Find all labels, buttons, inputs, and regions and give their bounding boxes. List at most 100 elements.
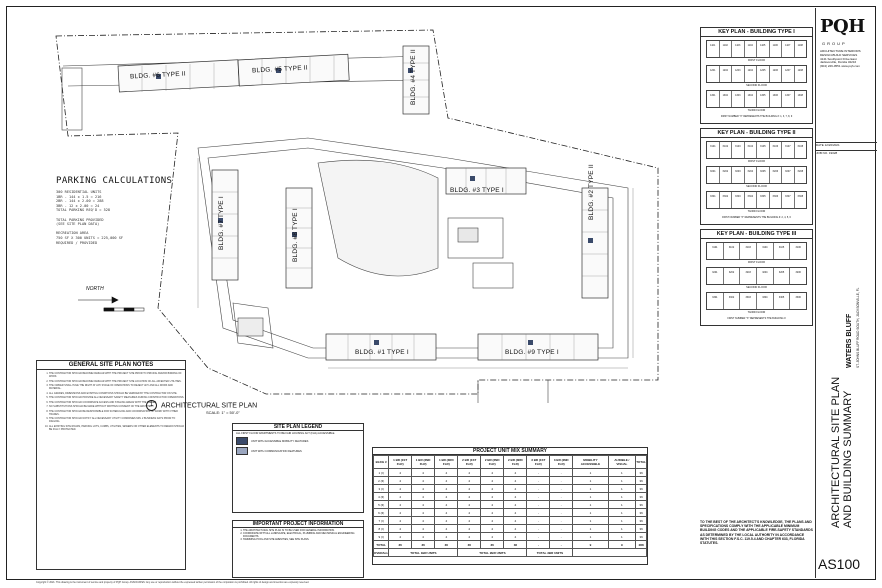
parking-row: TOTAL PARKING REQ'D = 528 (56, 208, 111, 213)
mix-cell: 4 (434, 484, 459, 493)
mix-cell: 4 (434, 532, 459, 541)
mix-overall-cell: TOTAL 1BR UNITS (388, 548, 459, 557)
firm-line: (904) 229-0551 www.pqh.com (820, 64, 861, 69)
mix-cell: 1 (572, 476, 609, 485)
mix-cell: 4 (411, 492, 436, 501)
mix-cell: 4 (503, 476, 528, 485)
key-plan-title: KEY PLAN - BUILDING TYPE III (701, 230, 812, 239)
unit-mix-title: PROJECT UNIT MIX SUMMARY (373, 448, 647, 455)
mix-cell: 4 (503, 516, 528, 525)
note-item: THE CONTRACTOR SHOULD BECOME FAMILIAR WI… (49, 380, 185, 383)
unit-number: 1101 (707, 41, 720, 57)
mix-cell: 4 (388, 532, 413, 541)
mix-cell: 4 (II) (372, 492, 390, 501)
unit-number: 1302 (720, 91, 732, 107)
mix-cell: 36 (635, 476, 647, 485)
mix-column-header: BLDG # (372, 455, 390, 469)
mix-cell: 4 (480, 532, 505, 541)
date-label: DATE (816, 143, 824, 147)
mix-column-header: TOTAL (635, 455, 647, 469)
site-plan-legend: SITE PLAN LEGEND ALL FIRST FLOOR APARTME… (232, 423, 364, 513)
building-label-4: BLDG. #4 TYPE II (410, 49, 417, 105)
unit-number: X201 (707, 167, 720, 183)
job-label: JOB NO. (816, 151, 829, 155)
firm-line: Jacksonville, Florida 32216 (820, 60, 857, 65)
mix-cell: 4 (411, 524, 436, 533)
mix-cell: 4 (434, 524, 459, 533)
unit-number: 1303 (732, 91, 745, 107)
note-item: THE CONTRACTOR SHOULD BECOME FAMILIAR WI… (49, 372, 185, 378)
general-notes-panel: GENERAL SITE PLAN NOTES THE CONTRACTOR S… (36, 360, 186, 570)
mix-cell: 1 (572, 492, 609, 501)
unit-number: 1107 (782, 41, 795, 57)
mix-total-cell: - (549, 540, 574, 549)
unit-number: X107 (782, 142, 795, 158)
unit-number: X103 (732, 142, 745, 158)
mix-cell: 4 (503, 500, 528, 509)
unit-number: 1202 (720, 66, 732, 82)
mix-cell: 1 (572, 500, 609, 509)
unit-number: X204 (745, 167, 757, 183)
code-compliance-statement: TO THE BEST OF THE ARCHITECT'S KNOWLEDGE… (700, 520, 813, 546)
unit-number: X106 (770, 142, 782, 158)
parking-title: PARKING CALCULATIONS (56, 176, 173, 186)
mix-cell: 4 (434, 492, 459, 501)
mix-cell: 1 (607, 484, 637, 493)
floor-caption: THIRD FLOOR (747, 210, 766, 213)
unit-number: 1307 (782, 91, 795, 107)
mix-column-header: 2 BR (2ND FLR) (480, 455, 505, 469)
unit-number: 1103 (732, 41, 745, 57)
mix-total-cell: 36 (480, 540, 505, 549)
mix-cell: 4 (434, 500, 459, 509)
mix-cell: 4 (434, 516, 459, 525)
mix-cell: 4 (480, 484, 505, 493)
building-label-1: BLDG. #1 TYPE I (355, 349, 409, 356)
mix-cell: 4 (388, 516, 413, 525)
mix-cell: 1 (I) (372, 468, 390, 477)
unit-mix-table: BLDG #1 BR (1ST FLR)1 BR (2ND FLR)1 BR (… (372, 455, 647, 557)
mix-cell: 5 (II) (372, 500, 390, 509)
project-name: WATERS BLUFF (846, 313, 853, 368)
mix-cell: 1 (572, 532, 609, 541)
mix-cell: 6 (II) (372, 508, 390, 517)
unit-number: 1205 (757, 66, 770, 82)
mix-total-cell: 36 (434, 540, 459, 549)
unit-number: 3105 (774, 243, 791, 259)
unit-number: X202 (720, 167, 732, 183)
mix-cell: 4 (388, 468, 413, 477)
site-plan-title: ARCHITECTURAL SITE PLAN (161, 402, 258, 410)
mix-cell: 4 (388, 476, 413, 485)
unit-number: X104 (745, 142, 757, 158)
parking-rows: 300 RESIDENTIAL UNITS 1BR - 144 x 1.5 = … (56, 190, 196, 245)
unit-number: 3201 (707, 268, 724, 284)
mix-cell: 4 (411, 532, 436, 541)
mix-cell: 1 (572, 524, 609, 533)
parking-row: (SEE SITE PLAN DATA) (56, 222, 100, 227)
mix-total-cell: 36 (411, 540, 436, 549)
mix-cell: 4 (388, 492, 413, 501)
mix-column-header: 1 BR (2ND FLR) (411, 455, 436, 469)
mix-cell: - (526, 516, 551, 525)
info-item: SWIMMING POOL AND SITE AMENITIES, SEE SI… (243, 538, 363, 541)
job-row: JOB NO. 19028 (816, 150, 877, 155)
mix-total-cell: - (526, 540, 551, 549)
unit-number: 3102 (724, 243, 741, 259)
key-plan-title: KEY PLAN - BUILDING TYPE II (701, 129, 812, 138)
parking-row: RECREATION AREA (56, 231, 89, 236)
mix-cell: 4 (411, 484, 436, 493)
legend-item-label: UNIT WITH COMMUNICATION FEATURES (251, 449, 302, 453)
mix-cell: - (549, 484, 574, 493)
mix-cell: 3 (I) (372, 484, 390, 493)
mix-cell: - (549, 508, 574, 517)
mix-cell: 4 (503, 492, 528, 501)
mix-cell: 4 (411, 516, 436, 525)
floor-caption: THIRD FLOOR (747, 109, 766, 112)
mobility-swatch (236, 437, 248, 446)
mix-cell: 1 (607, 532, 637, 541)
